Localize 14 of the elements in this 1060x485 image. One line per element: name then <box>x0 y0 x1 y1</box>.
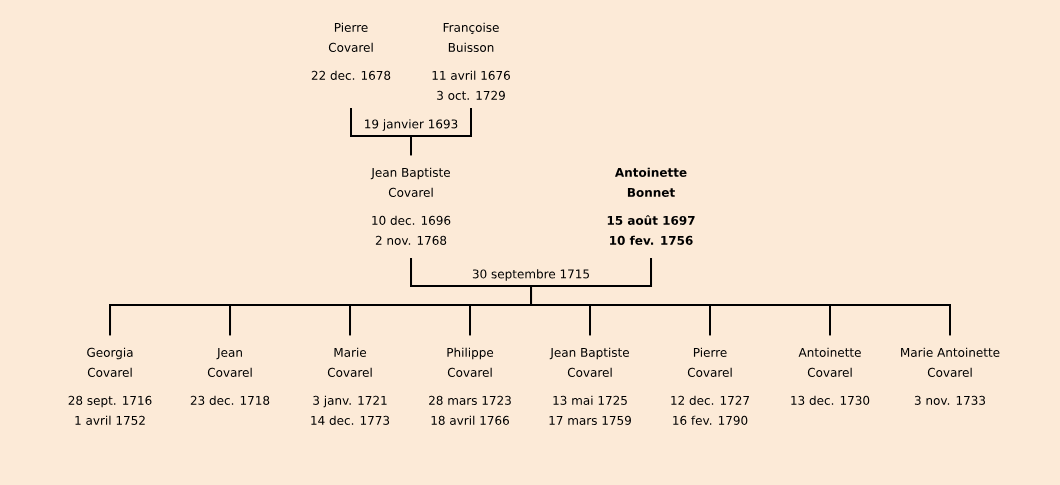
person-label: Pierre Covarel 22 dec. 1678 <box>311 22 391 80</box>
family-line <box>410 107 472 157</box>
person-label: Georgia Covarel 28 sept. 1716 1 avril 1752 <box>68 347 152 425</box>
person-label: Pierre Covarel 12 dec. 1727 16 fev. 1790 <box>671 347 749 425</box>
person-label: Antoinette Bonnet 15 août 1697 10 fev. 1756 <box>607 167 695 245</box>
person-label: Jean Baptiste Covarel 10 dec. 1696 2 nov. 1768 <box>370 167 451 245</box>
person-label: Jean Covarel 23 dec. 1718 <box>190 348 270 405</box>
person-label: Marie Antoinette Covarel 3 nov. 1733 <box>901 347 1000 405</box>
family-line <box>530 257 951 337</box>
person-label: Philippe Covarel 28 mars 1723 18 avril 1766 <box>429 347 511 425</box>
person-label: Antoinette Covarel 13 dec. 1730 <box>791 347 870 405</box>
person-label: Marie Covarel 3 janv. 1721 14 dec. 1773 <box>311 347 390 425</box>
person-label: Françoise Buisson 11 avril 1676 3 oct. 1729 <box>432 22 510 100</box>
person-label: Jean Baptiste Covarel 13 mai 1725 17 mars 1759 <box>549 347 631 425</box>
